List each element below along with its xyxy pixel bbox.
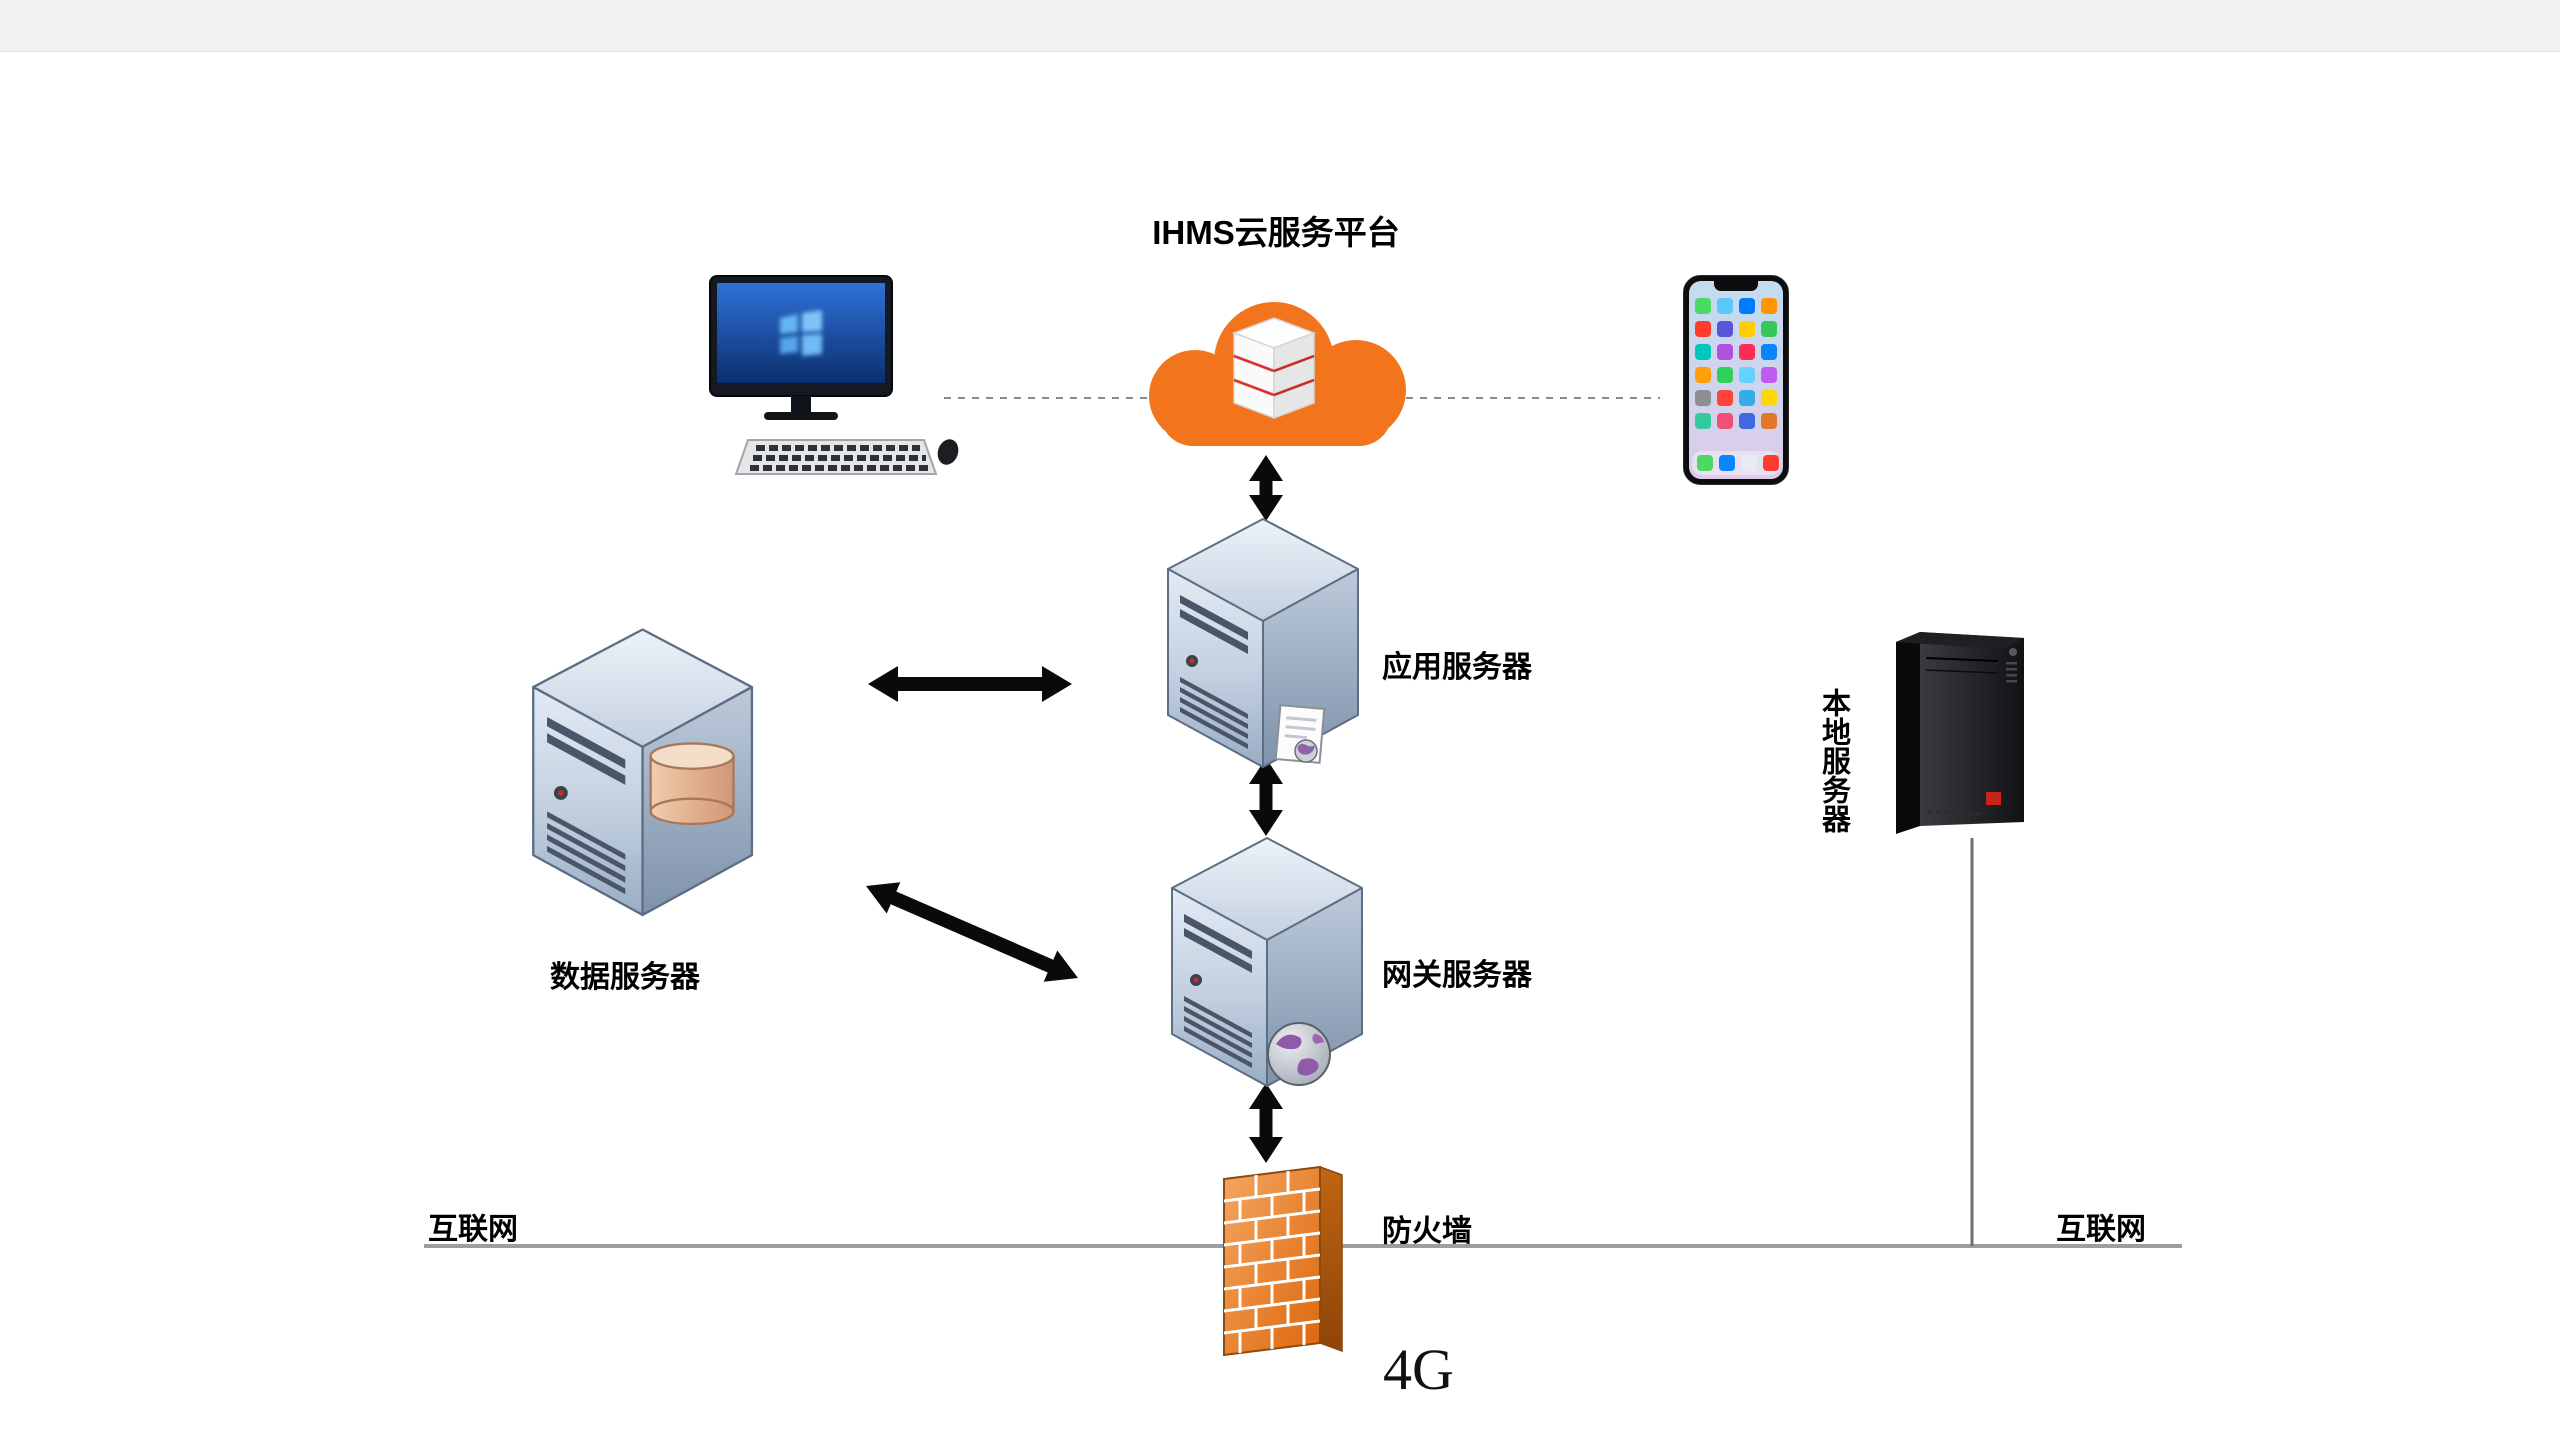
globe-icon [1267, 1022, 1331, 1086]
gateway-server-icon [1164, 828, 1369, 1093]
network-4g-label: 4G [1383, 1337, 1454, 1402]
firewall-label: 防火墙 [1382, 1215, 1472, 1248]
keyboard [734, 439, 938, 475]
mobile-client-node [1682, 274, 1790, 486]
diagram-title: IHMS云服务平台 [1152, 214, 1400, 251]
internet-left-label: 互联网 [428, 1213, 518, 1246]
cloud-server-icon [1149, 302, 1406, 446]
gateway-server-node [1164, 828, 1369, 1093]
brand-accent [1986, 792, 2001, 805]
app-server-label: 应用服务器 [1382, 651, 1532, 684]
double-arrow-gateway-firewall [1249, 1083, 1283, 1163]
local-server-node [1886, 626, 2036, 838]
cloud-server-leds [1233, 354, 1315, 397]
data-server-label: 数据服务器 [550, 961, 700, 994]
desktop-client-node [708, 274, 964, 482]
desktop-computer-icon [709, 275, 959, 475]
internet-right-label: 互联网 [2056, 1213, 2146, 1246]
double-arrow-app-gateway [1249, 758, 1283, 836]
top-chrome-strip [0, 0, 2560, 52]
data-server-icon [524, 618, 760, 923]
monitor [709, 275, 893, 420]
app-icon-grid [1695, 298, 1777, 429]
smartphone-icon [1683, 275, 1789, 485]
double-arrow-cloud-app [1249, 455, 1283, 521]
database-cylinder-icon [649, 742, 735, 826]
data-server-node [524, 618, 760, 923]
app-server-icon [1160, 509, 1365, 774]
windows-logo-glow [780, 310, 822, 356]
firewall-brick-wall-icon [1223, 1165, 1343, 1357]
tower-pc-icon [1896, 632, 2024, 834]
double-arrow-data-gateway [866, 882, 1078, 982]
cloud-server-stack [1231, 317, 1317, 420]
mouse [937, 439, 959, 465]
local-server-label: 本地服务器 [1817, 688, 1850, 833]
firewall-node [1216, 1162, 1358, 1368]
brick-pattern [1223, 1165, 1321, 1357]
app-server-node [1160, 509, 1365, 774]
double-arrow-data-app [868, 666, 1072, 702]
phone-notch [1714, 281, 1758, 291]
cloud-platform-node [1118, 284, 1430, 468]
document-icon [1274, 704, 1326, 764]
gateway-server-label: 网关服务器 [1382, 959, 1532, 992]
phone-dock [1692, 451, 1780, 475]
